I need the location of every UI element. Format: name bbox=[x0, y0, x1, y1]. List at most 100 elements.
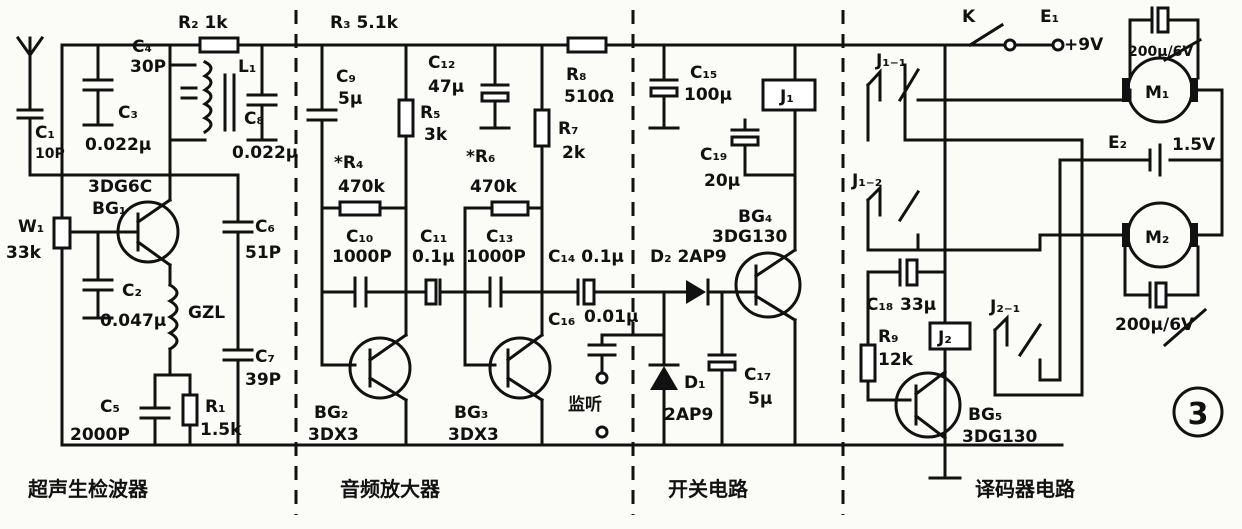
label-c17: C₁₇ bbox=[744, 365, 771, 385]
label-r9-value: 12k bbox=[878, 350, 914, 370]
contact-j2-1 bbox=[992, 314, 1009, 397]
label-r8: R₈ bbox=[566, 65, 587, 85]
label-c2-value: 0.047μ bbox=[100, 311, 166, 331]
label-w1: W₁ bbox=[18, 217, 44, 237]
resistor-r2 bbox=[198, 36, 240, 54]
diode-d1 bbox=[650, 366, 678, 390]
resistor-r8 bbox=[566, 36, 608, 54]
contact-j1-2 bbox=[865, 184, 882, 252]
caption-decoder: 译码器电路 bbox=[975, 477, 1076, 501]
label-bg3: BG₃ bbox=[454, 403, 488, 423]
label-r3: R₃ 5.1k bbox=[330, 13, 399, 33]
switch-k bbox=[967, 22, 1005, 48]
label-c8: C₈ bbox=[244, 109, 264, 129]
label-c3-value: 0.022μ bbox=[85, 135, 151, 155]
label-e2: E₂ bbox=[1108, 133, 1127, 153]
label-bg3-type: 3DX3 bbox=[448, 425, 499, 445]
caption-switch: 开关电路 bbox=[668, 477, 749, 501]
potentiometer-w1 bbox=[52, 216, 72, 250]
label-c200-b: 200μ/6V bbox=[1115, 315, 1195, 335]
label-d1: D₁ bbox=[684, 373, 706, 393]
label-r5-value: 3k bbox=[424, 125, 448, 145]
figure-number-circle bbox=[1172, 386, 1224, 438]
label-c4: C₄ bbox=[132, 37, 152, 57]
label-r7-value: 2k bbox=[562, 143, 586, 163]
label-c5: C₅ bbox=[100, 397, 120, 417]
transistor-bg2 bbox=[348, 336, 412, 400]
label-c3: C₃ bbox=[118, 103, 138, 123]
label-c12-value: 47μ bbox=[428, 77, 464, 97]
label-d2: D₂ 2AP9 bbox=[650, 247, 727, 267]
label-c12: C₁₂ bbox=[428, 53, 455, 73]
label-c16: C₁₆ bbox=[548, 310, 575, 330]
label-c11-value: 0.1μ bbox=[412, 247, 455, 267]
caption-amplifier: 音频放大器 bbox=[340, 477, 441, 501]
label-c10-value: 1000P bbox=[332, 247, 392, 267]
relay-j2 bbox=[928, 321, 972, 351]
label-r7: R₇ bbox=[558, 119, 579, 139]
label-r4: *R₄ bbox=[334, 153, 363, 173]
label-r6-value: 470k bbox=[470, 177, 517, 197]
label-j1-2: J₁₋₂ bbox=[851, 171, 882, 191]
label-c10: C₁₀ bbox=[346, 227, 373, 247]
label-j1-1: J₁₋₁ bbox=[875, 51, 906, 71]
label-m1: M₁ bbox=[1145, 83, 1169, 103]
resistor-r1 bbox=[181, 393, 199, 427]
label-c7: C₇ bbox=[255, 347, 275, 367]
label-c11: C₁₁ bbox=[420, 227, 447, 247]
relay-j1 bbox=[761, 78, 817, 112]
label-l1: L₁ bbox=[238, 57, 256, 77]
label-r2: R₂ 1k bbox=[178, 13, 228, 33]
contact-j1-1 bbox=[865, 68, 882, 142]
transistor-bg4 bbox=[734, 251, 802, 319]
label-c9: C₉ bbox=[336, 67, 356, 87]
label-c1-value: 10P bbox=[35, 146, 65, 162]
label-c18-value: 33μ bbox=[900, 295, 936, 315]
caption-detector: 超声生检波器 bbox=[27, 477, 149, 501]
label-r1-value: 1.5k bbox=[200, 420, 242, 440]
label-e1-value: +9V bbox=[1064, 35, 1104, 55]
detector-stage bbox=[15, 35, 1064, 447]
label-j1: J₁ bbox=[779, 87, 794, 107]
transistor-bg3 bbox=[488, 336, 552, 400]
label-c13: C₁₃ bbox=[486, 227, 513, 247]
label-r8-value: 510Ω bbox=[564, 87, 614, 107]
inductor-gzl bbox=[166, 282, 179, 352]
resistor-r7 bbox=[533, 108, 551, 148]
decoder-stage bbox=[859, 6, 1224, 480]
label-bg1: BG₁ bbox=[92, 199, 126, 219]
label-c18: C₁₈ bbox=[866, 295, 893, 315]
label-j2-1: J₂₋₁ bbox=[989, 297, 1020, 317]
label-e2-value: 1.5V bbox=[1172, 135, 1216, 155]
label-d1-type: 2AP9 bbox=[664, 405, 713, 425]
label-monitor: 监听 bbox=[568, 394, 602, 415]
label-c15: C₁₅ bbox=[690, 63, 717, 83]
label-gzl: GZL bbox=[188, 303, 225, 323]
label-bg4: BG₄ bbox=[738, 207, 772, 227]
switch-stage bbox=[543, 43, 1064, 447]
label-w1-value: 33k bbox=[6, 243, 42, 263]
label-m2: M₂ bbox=[1145, 228, 1169, 248]
antenna-icon bbox=[15, 35, 45, 112]
label-c200-a: 200μ/6V bbox=[1128, 44, 1193, 60]
label-c8-value: 0.022μ bbox=[232, 143, 298, 163]
label-c2: C₂ bbox=[122, 281, 142, 301]
label-r4-value: 470k bbox=[338, 177, 385, 197]
label-bg1-type: 3DG6C bbox=[88, 177, 152, 197]
resistor-r5 bbox=[397, 98, 415, 138]
label-c17-value: 5μ bbox=[748, 389, 772, 409]
inductor-l1 bbox=[202, 59, 213, 135]
figure-number: 3 bbox=[1188, 397, 1209, 432]
diode-d2 bbox=[686, 280, 706, 304]
label-r9: R₉ bbox=[878, 327, 899, 347]
amplifier-stage bbox=[236, 36, 688, 447]
label-c16-value: 0.01μ bbox=[584, 307, 638, 327]
label-bg2: BG₂ bbox=[314, 403, 348, 423]
label-c15-value: 100μ bbox=[684, 85, 732, 105]
label-c19-value: 20μ bbox=[704, 171, 740, 191]
label-bg5-type: 3DG130 bbox=[962, 427, 1038, 447]
label-c9-value: 5μ bbox=[338, 89, 362, 109]
transistor-bg5 bbox=[894, 371, 962, 439]
label-j2: J₂ bbox=[937, 328, 952, 348]
